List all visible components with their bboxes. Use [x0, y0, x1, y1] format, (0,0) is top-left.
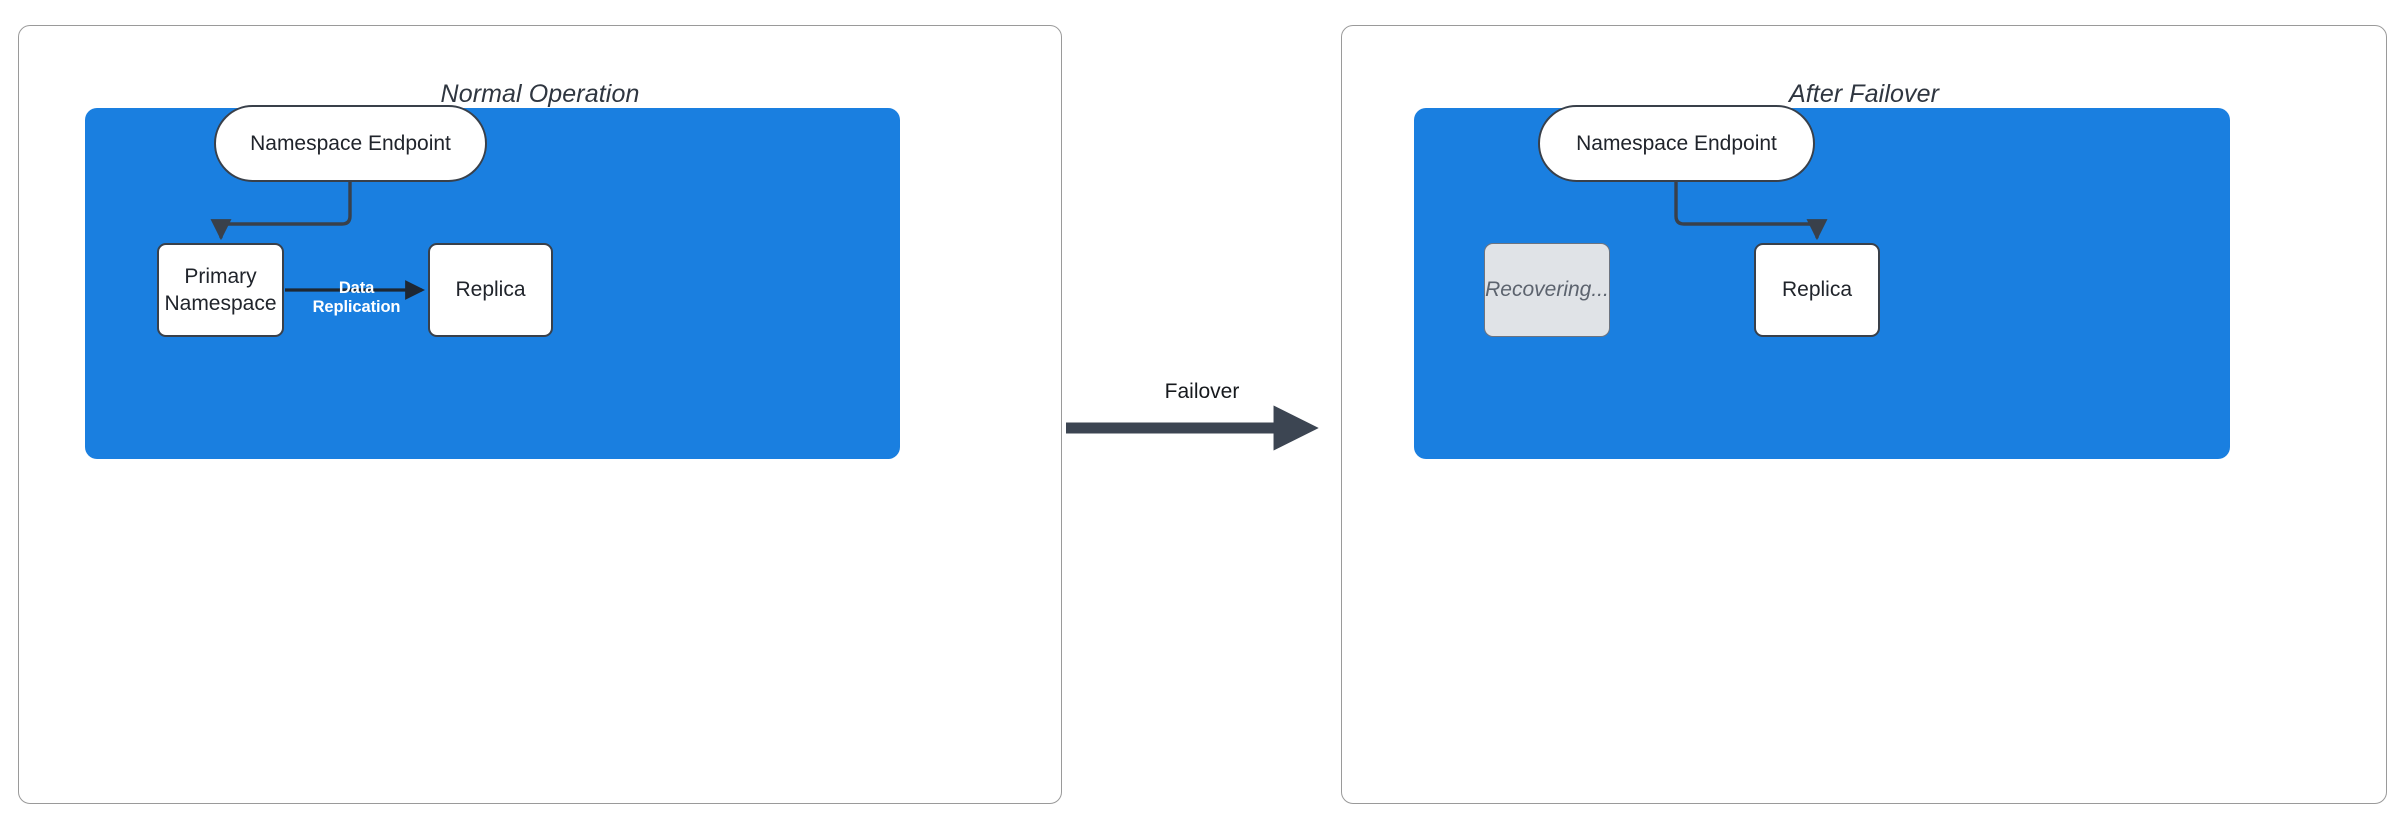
node-replica-left[interactable]: Replica	[428, 243, 553, 337]
panel-normal-operation: Normal Operation Data Replication Namesp…	[18, 25, 1062, 804]
node-recovering[interactable]: Recovering...	[1484, 243, 1610, 337]
node-primary-namespace-line2: Namespace	[164, 292, 277, 315]
panel-after-failover: After Failover Namespace Endpoint Recove…	[1341, 25, 2387, 804]
node-replica-right[interactable]: Replica	[1754, 243, 1880, 337]
node-primary-namespace[interactable]: Primary Namespace	[157, 243, 284, 337]
panel-title-normal-operation: Normal Operation	[440, 80, 640, 108]
failover-arrow-icon	[1066, 405, 1319, 451]
panel-title-after-failover: After Failover	[1788, 80, 1940, 108]
edge-label-data-replication: Data Replication	[312, 279, 401, 316]
node-namespace-endpoint-right[interactable]: Namespace Endpoint	[1538, 105, 1815, 182]
failover-label: Failover	[1164, 380, 1240, 403]
node-namespace-endpoint-left[interactable]: Namespace Endpoint	[214, 105, 487, 182]
failover-transition: Failover	[1062, 380, 1342, 460]
node-primary-namespace-line1: Primary	[184, 264, 257, 288]
